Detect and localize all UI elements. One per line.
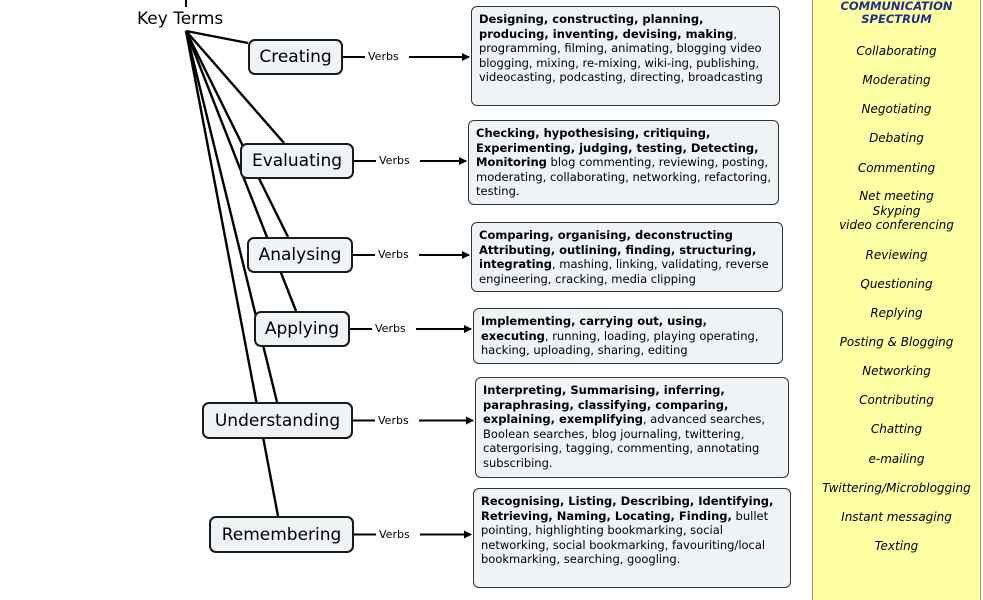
- verbs-box-understanding: Interpreting, Summarising, inferring, pa…: [475, 377, 789, 478]
- digital-verbs-evaluating: blog commenting, reviewing, posting, mod…: [476, 155, 771, 199]
- connector-analysing: [184, 30, 290, 238]
- spectrum-title: COMMUNICATION SPECTRUM: [840, 0, 953, 26]
- verbs-label-analysing: Verbs: [378, 248, 409, 261]
- spectrum-item: Texting: [874, 539, 919, 553]
- verbs-box-remembering: Recognising, Listing, Describing, Identi…: [473, 488, 791, 588]
- spectrum-item: Negotiating: [861, 102, 932, 116]
- connector-evaluating: [185, 30, 285, 144]
- level-node-understanding[interactable]: Understanding: [202, 402, 353, 439]
- spectrum-item: Debating: [869, 131, 924, 145]
- spectrum-item: Questioning: [860, 277, 933, 291]
- spectrum-item: Posting & Blogging: [839, 335, 954, 349]
- key-verbs-applying: Implementing, carrying out, using, execu…: [481, 314, 707, 343]
- digital-verbs-applying: , running, loading, playing operating, h…: [481, 328, 759, 358]
- key-verbs-evaluating: Checking, hypothesising, critiquing, Exp…: [476, 126, 759, 170]
- root-node-key-terms: Key Terms: [137, 9, 224, 29]
- spectrum-item: Moderating: [862, 73, 931, 87]
- spectrum-item: Networking: [862, 364, 931, 378]
- level-node-remembering[interactable]: Remembering: [209, 516, 354, 553]
- spectrum-item: Net meeting Skyping video conferencing: [839, 189, 954, 232]
- spectrum-item: Chatting: [870, 422, 923, 436]
- digital-verbs-creating: , programming, filming, animating, blogg…: [479, 26, 763, 85]
- spectrum-item: Instant messaging: [841, 510, 952, 524]
- key-verbs-understanding: Interpreting, Summarising, inferring, pa…: [483, 383, 729, 427]
- level-node-analysing[interactable]: Analysing: [247, 237, 353, 273]
- level-node-creating[interactable]: Creating: [248, 39, 343, 75]
- digital-verbs-understanding: , advanced searches, Boolean searches, b…: [483, 412, 766, 470]
- digital-verbs-analysing: , mashing, linking, validating, reverse …: [479, 257, 769, 286]
- verbs-label-remembering: Verbs: [379, 527, 410, 541]
- verbs-label-understanding: Verbs: [378, 413, 409, 427]
- key-verbs-remembering: Recognising, Listing, Describing, Identi…: [481, 494, 774, 523]
- spectrum-item: Contributing: [859, 393, 934, 407]
- verbs-box-analysing: Comparing, organising, deconstructing At…: [471, 222, 783, 292]
- spectrum-item: Collaborating: [856, 44, 937, 58]
- spectrum-item: e-mailing: [868, 452, 925, 466]
- verbs-label-evaluating: Verbs: [379, 154, 410, 167]
- connector-remembering: [184, 30, 280, 517]
- spectrum-item: Replying: [870, 306, 923, 320]
- key-verbs-analysing: Comparing, organising, deconstructing At…: [479, 228, 757, 272]
- verbs-label-applying: Verbs: [375, 322, 406, 335]
- verbs-box-applying: Implementing, carrying out, using, execu…: [473, 308, 783, 364]
- verbs-box-evaluating: Checking, hypothesising, critiquing, Exp…: [468, 120, 779, 205]
- verbs-box-creating: Designing, constructing, planning, produ…: [471, 6, 780, 106]
- digital-verbs-remembering: bullet pointing, highlighting bookmarkin…: [481, 508, 769, 567]
- level-node-applying[interactable]: Applying: [254, 311, 350, 347]
- spectrum-item: Commenting: [857, 161, 936, 175]
- level-node-evaluating[interactable]: Evaluating: [240, 143, 354, 179]
- key-verbs-creating: Designing, constructing, planning, produ…: [479, 12, 734, 41]
- spectrum-item: Reviewing: [865, 248, 928, 262]
- spectrum-item: Twittering/Microblogging: [822, 481, 971, 495]
- connector-creating: [185, 29, 249, 45]
- verbs-label-creating: Verbs: [368, 50, 399, 63]
